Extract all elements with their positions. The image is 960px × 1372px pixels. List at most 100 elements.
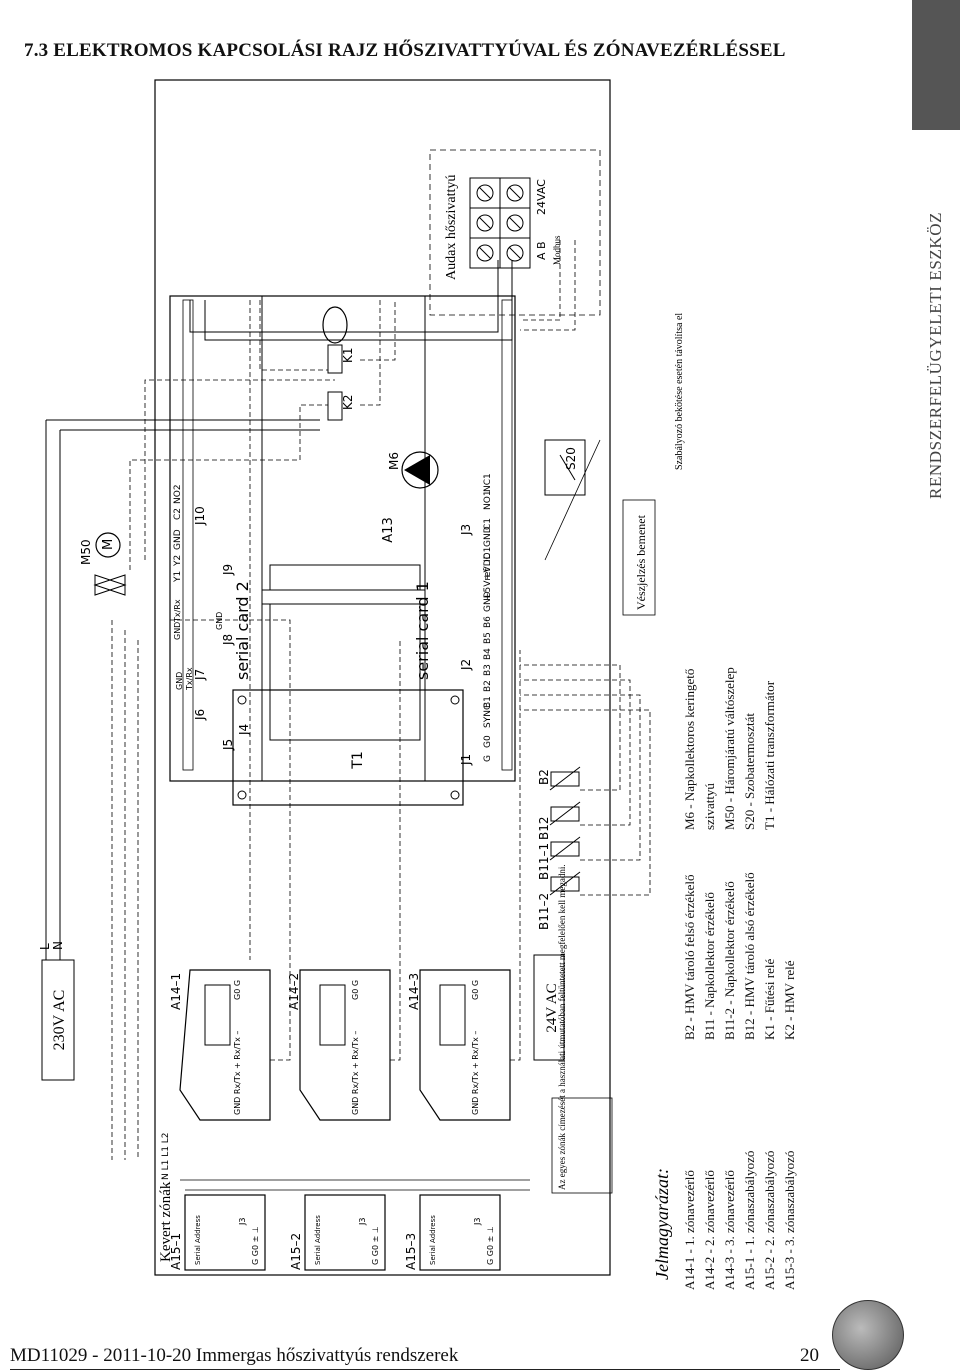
svg-text:B1: B1	[483, 696, 493, 708]
thermostat-a14-1: A14–1 GND Rx/Tx + Rx/Tx – G0 G	[169, 969, 271, 1121]
controller-logo	[322, 306, 348, 344]
svg-text:A14–2: A14–2	[287, 973, 301, 1010]
controller-label: A13	[381, 517, 396, 542]
svg-text:J3: J3	[238, 1218, 247, 1226]
pump-label: M6	[387, 452, 401, 470]
svg-text:GND: GND	[483, 526, 493, 547]
svg-text:Tx/Rx: Tx/Rx	[185, 667, 194, 691]
svg-text:B5: B5	[483, 632, 493, 644]
svg-text:G0 G: G0 G	[471, 980, 480, 1000]
svg-text:J7: J7	[193, 669, 207, 681]
legend-item: B11 - Napkollektor érzékelő	[702, 892, 717, 1040]
svg-text:GND Rx/Tx + Rx/Tx –: GND Rx/Tx + Rx/Tx –	[351, 1031, 360, 1115]
legend-item: M6 - Napkollektoros keringető szivattyú	[682, 668, 717, 830]
legend-item: A15-2 - 2. zónaszabályozó	[762, 1150, 777, 1290]
legend-item: A14-1 - 1. zónavezérlő	[682, 1170, 697, 1290]
legend-col-1: A14-1 - 1. zónavezérlő A14-2 - 2. zónave…	[680, 1040, 820, 1290]
svg-text:B6: B6	[483, 616, 493, 628]
svg-text:NO2: NO2	[173, 484, 183, 504]
legend-item: B2 - HMV tároló felső érzékelő	[682, 874, 697, 1040]
legend-item: B12 - HMV tároló alsó érzékelő	[742, 872, 757, 1040]
ac24-box	[533, 954, 565, 1061]
svg-text:SYNC: SYNC	[483, 704, 493, 728]
legend-item: A15-1 - 1. zónaszabályozó	[742, 1150, 757, 1290]
legend-item: A14-2 - 2. zónavezérlő	[702, 1170, 717, 1290]
valve-m50-motor	[95, 532, 121, 558]
thermostat-a14-2: A14–2 GND Rx/Tx + Rx/Tx – G0 G	[287, 969, 391, 1121]
svg-text:J5: J5	[221, 739, 235, 751]
svg-text:A14–1: A14–1	[169, 973, 183, 1010]
legend-col-3: M6 - Napkollektoros keringető szivattyú …	[680, 650, 820, 830]
line-l-label: L	[38, 943, 52, 950]
svg-text:G G0 ± ⊥: G G0 ± ⊥	[251, 1226, 260, 1265]
controller-display	[269, 564, 421, 741]
svg-text:J8: J8	[221, 634, 235, 646]
svg-text:NC1: NC1	[483, 473, 493, 492]
svg-text:GND: GND	[173, 622, 182, 640]
svg-text:J1: J1	[459, 754, 473, 766]
svg-text:G0: G0	[483, 735, 493, 748]
svg-text:G0 G: G0 G	[233, 980, 242, 1000]
svg-text:B11–2: B11–2	[537, 893, 551, 930]
relay-k2	[327, 391, 343, 421]
valve-label: M50	[79, 539, 93, 565]
power-supply-box: 230V AC L N	[38, 941, 75, 1081]
svg-text:Y1: Y1	[173, 571, 183, 583]
card1-label: serial card 1	[413, 581, 432, 680]
svg-text:GND Rx/Tx + Rx/Tx –: GND Rx/Tx + Rx/Tx –	[471, 1031, 480, 1115]
svg-text:A15–2: A15–2	[289, 1233, 303, 1270]
svg-text:+VDC: +VDC	[483, 553, 493, 580]
svg-text:J2: J2	[459, 659, 473, 671]
j6-pin-labels: GND Tx/Rx	[175, 667, 194, 691]
legend-item: B11-2 - Napkollektor érzékelő	[722, 881, 737, 1040]
svg-text:Serial Address: Serial Address	[429, 1215, 437, 1265]
sensor-b2	[550, 771, 580, 787]
regulator-a15-1: A15–1 Serial Address J3 G G0 ± ⊥	[169, 1194, 266, 1271]
footer-page-number: 20	[800, 1345, 819, 1366]
svg-text:A15–3: A15–3	[404, 1233, 418, 1270]
svg-text:B2: B2	[483, 680, 493, 692]
svg-text:Serial Address: Serial Address	[314, 1215, 322, 1265]
legend-item: A14-3 - 3. zónavezérlő	[722, 1170, 737, 1290]
svg-text:G G0 ± ⊥: G G0 ± ⊥	[486, 1226, 495, 1265]
j8-pin-labels: GND Tx/Rx GND	[173, 599, 224, 640]
svg-text:Tx/Rx: Tx/Rx	[173, 599, 182, 623]
svg-text:C2: C2	[173, 508, 183, 520]
card2-label: serial card 2	[233, 581, 252, 680]
legend-col-2: B2 - HMV tároló felső érzékelő B11 - Nap…	[680, 830, 820, 1040]
svg-text:J3: J3	[358, 1218, 367, 1226]
svg-text:J9: J9	[221, 564, 235, 576]
relay-k1	[327, 344, 343, 374]
legend-title: Jelmagyarázat:	[652, 1168, 672, 1280]
svg-text:K2: K2	[341, 394, 355, 410]
regulator-a15-2: A15–2 Serial Address J3 G G0 ± ⊥	[289, 1194, 386, 1271]
svg-text:M: M	[101, 539, 116, 550]
emergency-box	[622, 499, 656, 616]
transformer-t1	[232, 689, 464, 806]
heatpump-label: Audax hőszivattyú	[444, 175, 459, 280]
controller-terminals	[182, 299, 513, 771]
heatpump-terminals	[469, 177, 531, 269]
j9-pin-labels: Y1 Y2 GND C2 NO2	[173, 484, 183, 583]
regulator-a15-3: A15–3 Serial Address J3 G G0 ± ⊥	[404, 1194, 501, 1271]
transformer-label: T1	[350, 751, 366, 769]
legend-item: S20 - Szobatermosztát	[742, 713, 757, 830]
svg-text:Y2: Y2	[173, 555, 183, 567]
svg-text:GND: GND	[483, 591, 493, 612]
svg-text:+5Vref: +5Vref	[483, 568, 493, 600]
section-tab-marker	[912, 0, 960, 130]
svg-text:J6: J6	[193, 709, 207, 721]
svg-text:Serial Address: Serial Address	[194, 1215, 202, 1265]
legend-item: K1 - Fűtési relé	[762, 958, 777, 1040]
diagram-frame	[154, 79, 611, 1276]
modbus-label: Modbus	[552, 235, 562, 265]
power-label: 230V AC	[51, 990, 68, 1051]
sensor-b11-2	[550, 876, 580, 892]
page-title: 7.3 ELEKTROMOS KAPCSOLÁSI RAJZ HŐSZIVATT…	[24, 40, 786, 61]
svg-text:C1: C1	[483, 518, 493, 530]
svg-text:GND Rx/Tx + Rx/Tx –: GND Rx/Tx + Rx/Tx –	[233, 1031, 242, 1115]
svg-text:B12: B12	[537, 816, 551, 840]
ac24-label: 24V AC	[544, 983, 560, 1032]
svg-text:ID1: ID1	[483, 547, 493, 562]
